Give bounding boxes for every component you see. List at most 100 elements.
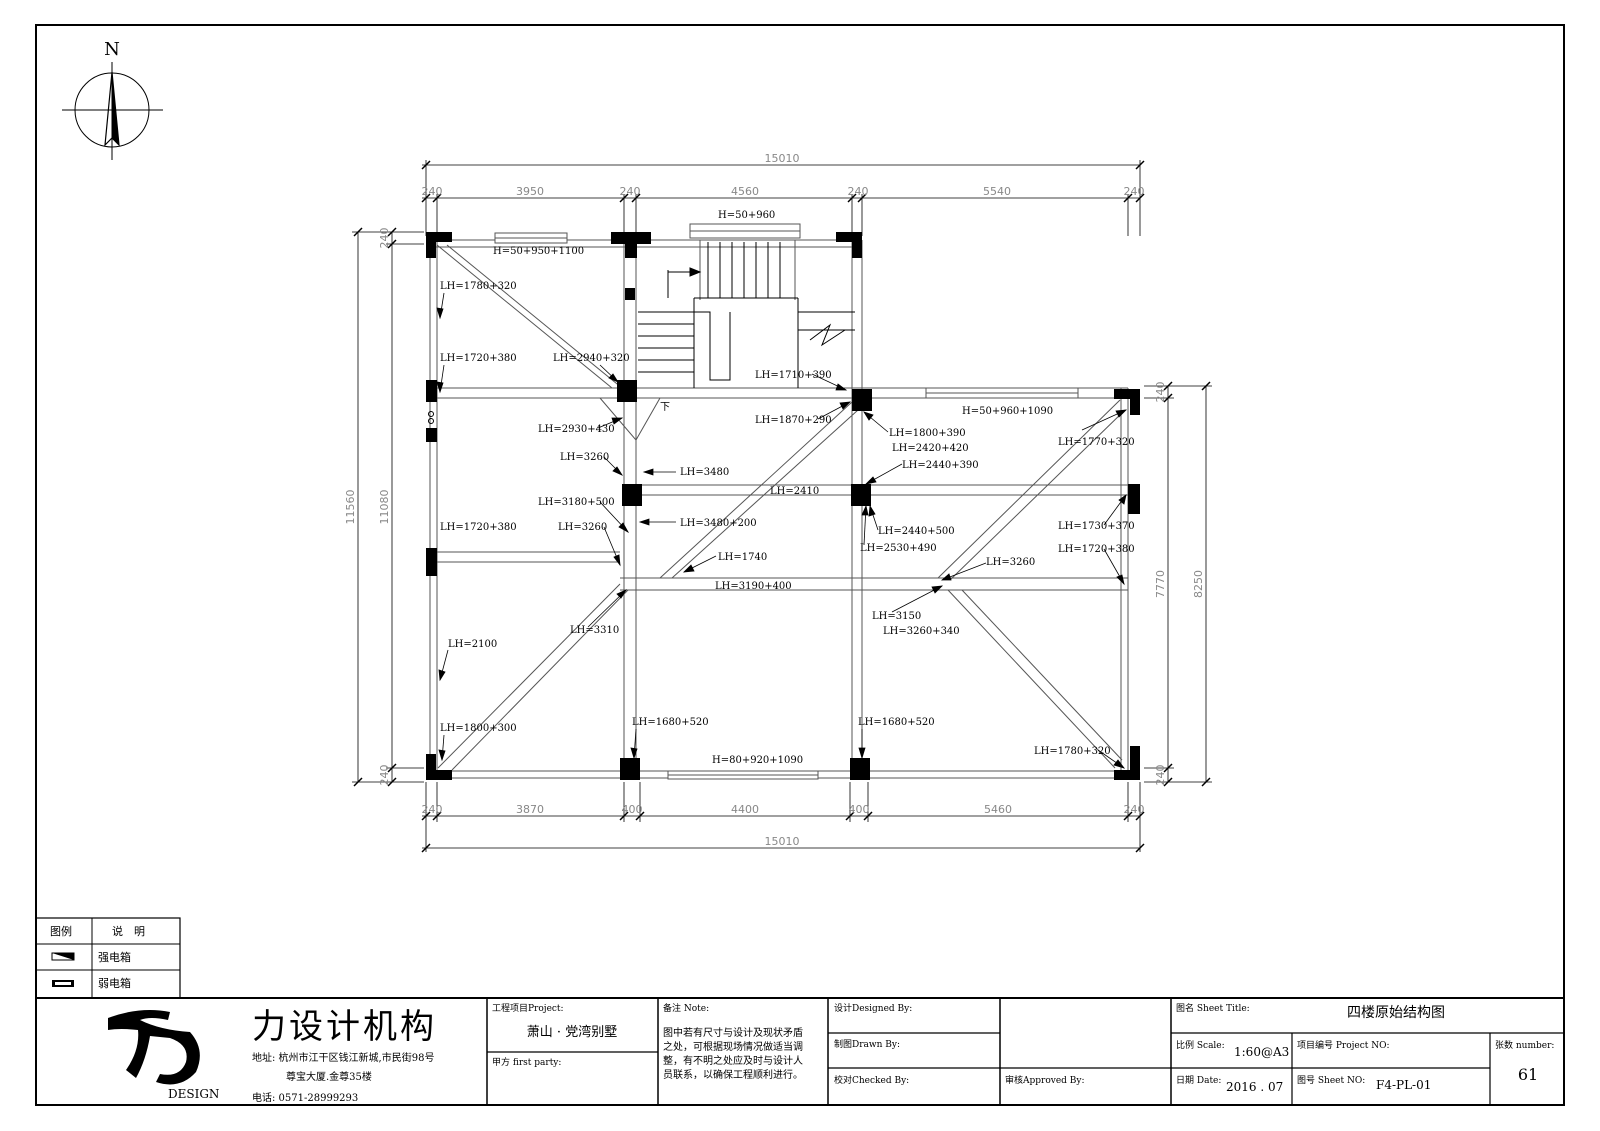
sheet-title-value: 四楼原始结构图 xyxy=(1347,1005,1445,1021)
beam-label: LH=3150 xyxy=(872,611,921,622)
window-labels: H=50+950+1100 H=50+960 H=50+960+1090 H=8… xyxy=(493,210,1053,766)
beam-label: LH=1770+320 xyxy=(1058,437,1135,448)
sheet-no-value: F4-PL-01 xyxy=(1376,1078,1431,1092)
beam-label: LH=1680+520 xyxy=(858,717,935,728)
dimension-texts: 15010 240 3950 240 4560 240 5540 240 240… xyxy=(344,152,1205,848)
checked-label: 校对Checked By: xyxy=(834,1074,909,1086)
note-line-1: 图中若有尺寸与设计及现状矛盾 xyxy=(663,1026,803,1039)
beam-label: LH=1720+380 xyxy=(440,522,517,533)
legend-row2-label: 弱电箱 xyxy=(98,976,131,990)
date-label: 日期 Date: xyxy=(1176,1075,1221,1086)
beam-label: LH=1780+320 xyxy=(440,281,517,292)
beam-label: LH=3260 xyxy=(560,452,609,463)
dim-left-inner: 11080 xyxy=(378,490,391,525)
structural-columns xyxy=(426,232,1140,780)
note-line-4: 员联系，以确保工程顺利进行。 xyxy=(663,1068,803,1081)
beam-label: LH=2530+490 xyxy=(860,543,937,554)
dim-bottom-seg-7: 240 xyxy=(1124,803,1145,816)
legend-row1-label: 强电箱 xyxy=(98,950,131,964)
dim-top-seg-5: 240 xyxy=(848,185,869,198)
beam-labels: LH=1780+320 LH=1720+380 LH=2940+320 LH=1… xyxy=(440,281,1135,757)
beam-label: LH=3260+340 xyxy=(883,626,960,637)
beam-label: LH=2440+500 xyxy=(878,526,955,537)
note-line-2: 之处，可根据现场情况做适当调 xyxy=(663,1040,803,1053)
sheet-border xyxy=(35,24,1565,1106)
beam-label: LH=1800+300 xyxy=(440,723,517,734)
scale-value: 1:60@A3 xyxy=(1234,1045,1289,1059)
beam-label: LH=3190+400 xyxy=(715,581,792,592)
beam-label: LH=2100 xyxy=(448,639,497,650)
dim-bottom-seg-4: 4400 xyxy=(731,803,759,816)
dim-top-seg-4: 4560 xyxy=(731,185,759,198)
legend-table: 图例 说 明 强电箱 弱电箱 xyxy=(35,917,181,999)
sheet-title-label: 图名 Sheet Title: xyxy=(1176,1002,1250,1014)
beam-label: LH=3180+500 xyxy=(538,497,615,508)
beam-label: LH=3310 xyxy=(570,625,619,636)
dim-top-seg-6: 5540 xyxy=(983,185,1011,198)
beam-label: LH=1710+390 xyxy=(755,370,832,381)
beam-label: LH=1870+290 xyxy=(755,415,832,426)
logo-text: DESIGN xyxy=(168,1087,219,1101)
beam-label: LH=1720+380 xyxy=(440,353,517,364)
designed-label: 设计Designed By: xyxy=(834,1002,912,1014)
dim-bottom-seg-6: 5460 xyxy=(984,803,1012,816)
beam-label: LH=1800+390 xyxy=(889,428,966,439)
project-no-label: 项目编号 Project NO: xyxy=(1297,1039,1390,1051)
project-label: 工程项目Project: xyxy=(492,1003,564,1014)
staircase xyxy=(638,242,855,388)
beam-label: LH=3260 xyxy=(986,557,1035,568)
number-label: 张数 number: xyxy=(1495,1039,1554,1051)
beam-label: LH=1720+380 xyxy=(1058,544,1135,555)
dim-top-seg-7: 240 xyxy=(1124,185,1145,198)
beam-label: LH=1730+370 xyxy=(1058,521,1135,532)
beam-lines xyxy=(429,239,1129,780)
beam-label: LH=3260 xyxy=(558,522,607,533)
beam-label: LH=2930+430 xyxy=(538,424,615,435)
leader-arrows xyxy=(436,292,1128,769)
dim-right-outer: 8250 xyxy=(1192,570,1205,598)
sheet-no-label: 图号 Sheet NO: xyxy=(1297,1075,1365,1086)
legend-header-desc: 说 明 xyxy=(112,924,145,938)
dim-top-seg-2: 3950 xyxy=(516,185,544,198)
dim-bottom-seg-3: 400 xyxy=(622,803,643,816)
beam-label: LH=1780+320 xyxy=(1034,746,1111,757)
dim-bottom-seg-2: 3870 xyxy=(516,803,544,816)
note-label: 备注 Note: xyxy=(663,1002,709,1014)
window-label-stair: H=50+960 xyxy=(718,210,775,221)
dim-right-bottom: 240 xyxy=(1154,765,1167,786)
dim-bottom-total: 15010 xyxy=(765,835,800,848)
company-phone: 电话: 0571-28999293 xyxy=(252,1091,358,1104)
window-label-bottom: H=80+920+1090 xyxy=(712,755,803,766)
dim-bottom-seg-5: 400 xyxy=(849,803,870,816)
project-value: 萧山 · 党湾别墅 xyxy=(527,1024,617,1040)
dim-right-inner: 7770 xyxy=(1154,570,1167,598)
stair-down-mark: 下 xyxy=(660,402,670,413)
beam-label: LH=2940+320 xyxy=(553,353,630,364)
north-label: N xyxy=(104,39,120,60)
dim-top-total: 15010 xyxy=(765,152,800,165)
dim-top-seg-3: 240 xyxy=(620,185,641,198)
note-line-3: 整，有不明之处应及时与设计人 xyxy=(663,1054,803,1067)
dim-bottom-seg-1: 240 xyxy=(422,803,443,816)
company-name: 力设计机构 xyxy=(252,1007,437,1047)
dim-left-outer: 11560 xyxy=(344,490,357,525)
window-label-top-left: H=50+950+1100 xyxy=(493,246,584,257)
legend-header-symbol: 图例 xyxy=(50,924,72,938)
dim-left-bottom: 240 xyxy=(378,765,391,786)
approved-label: 审核Approved By: xyxy=(1005,1074,1085,1086)
electric-box-symbol xyxy=(428,411,434,424)
weak-electric-box-icon xyxy=(52,980,74,987)
dim-top-seg-1: 240 xyxy=(422,185,443,198)
dim-right-top: 240 xyxy=(1154,382,1167,403)
dim-left-top: 240 xyxy=(378,228,391,249)
strong-electric-box-icon xyxy=(51,952,75,961)
dimension-ticks xyxy=(353,160,1211,853)
company-logo: DESIGN xyxy=(108,1010,219,1101)
company-address-1: 地址: 杭州市江干区钱江新城,市民街98号 xyxy=(252,1051,434,1064)
beam-label: LH=2410 xyxy=(770,486,819,497)
beam-label: LH=3480+200 xyxy=(680,518,757,529)
scale-label: 比例 Scale: xyxy=(1176,1039,1225,1051)
drawn-label: 制图Drawn By: xyxy=(834,1038,900,1050)
north-arrow-icon: N xyxy=(62,39,163,160)
beam-label: LH=1740 xyxy=(718,552,767,563)
